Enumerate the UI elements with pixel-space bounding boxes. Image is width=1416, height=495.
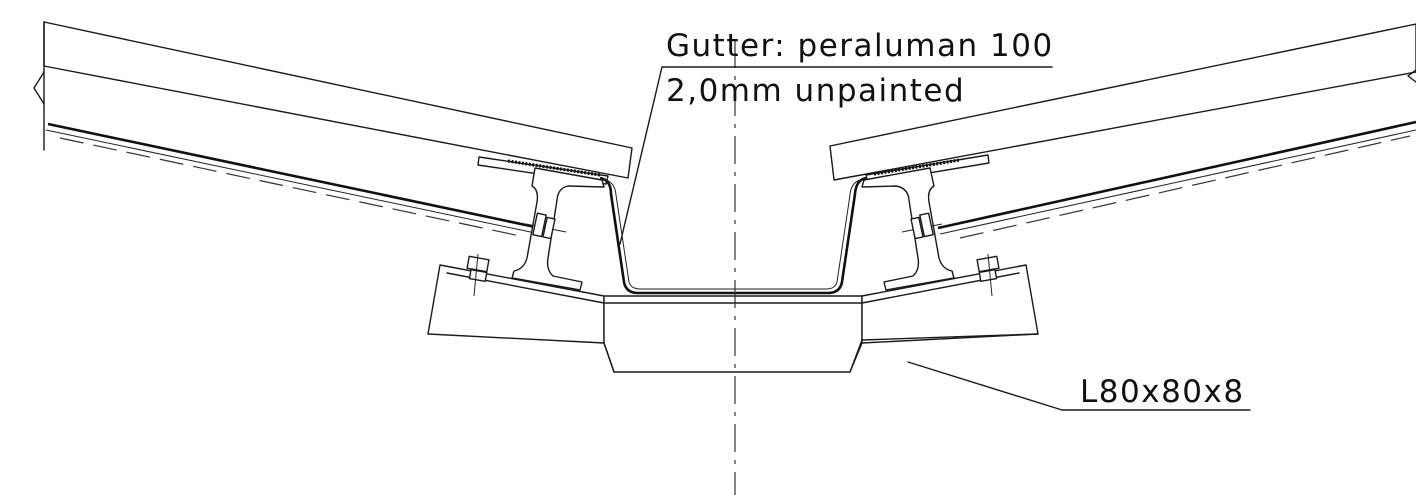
gutter-label-line1: Gutter: peraluman 100 <box>666 28 1054 64</box>
gutter-leader <box>619 66 1053 245</box>
left-i-beam <box>511 167 605 291</box>
gutter-label-line2: 2,0mm unpainted <box>666 73 965 109</box>
angle-leader <box>907 361 1251 411</box>
left-flange-bolt <box>466 253 490 297</box>
left-roof-panel <box>33 21 633 179</box>
right-i-beam <box>861 167 955 291</box>
left-liner-sheet <box>45 122 541 237</box>
support-angle <box>427 264 1039 373</box>
right-roof-panel <box>829 23 1416 181</box>
left-web-bolt <box>525 212 567 240</box>
right-liner-sheet <box>937 120 1416 239</box>
right-flange-bolt <box>976 253 1000 297</box>
right-web-bolt <box>901 212 943 240</box>
gutter-channel <box>599 176 867 295</box>
angle-label: L80x80x8 <box>1080 374 1245 410</box>
